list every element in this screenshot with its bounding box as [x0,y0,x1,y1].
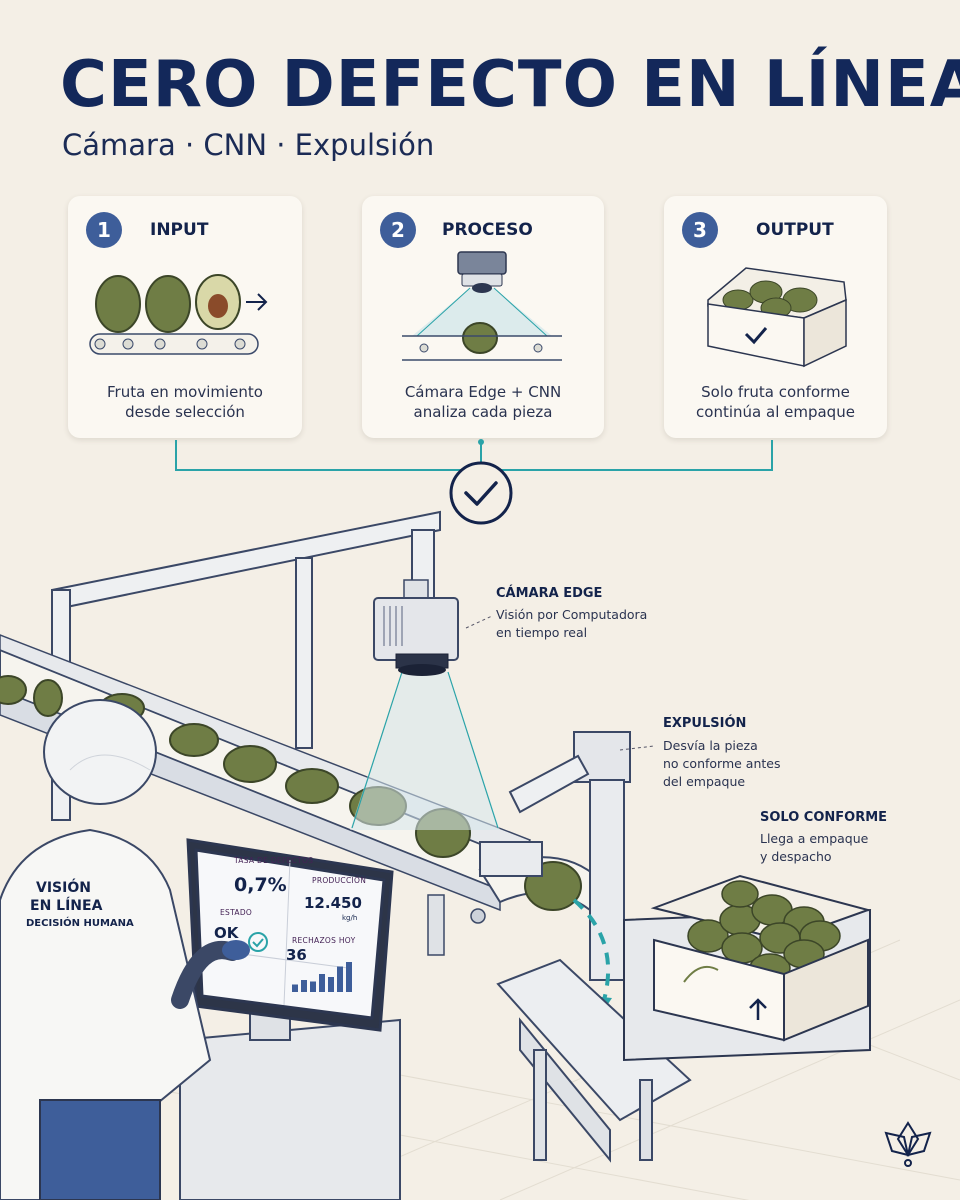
input-illustration [89,274,268,355]
process-illustration [402,251,562,361]
page-subtitle: Cámara · CNN · Expulsión [62,128,435,162]
operator-figure [0,699,250,1200]
conveyor-belt-icon [89,333,259,355]
tablet-bar [337,966,343,992]
brand-logo-icon [884,1121,932,1167]
tablet-production-unit: kg/h [342,914,358,922]
check-circle-icon [449,461,513,525]
glove-icon [222,940,250,960]
arrow-right-icon [246,293,268,311]
step-card-output: 3 OUTPUT Solo fruta conforme continúa al… [664,196,887,438]
tablet-status-value: OK [214,924,239,942]
tablet-bar-chart [292,962,352,992]
coat-text-line3: DECISIÓN HUMANA [26,918,134,929]
tablet-rejects-label: RECHAZOS HOY [292,936,356,945]
edge-camera-icon [350,579,500,830]
step-number-badge: 2 [380,212,416,248]
production-line-illustration [0,510,960,1200]
camera-icon [457,251,507,293]
ejector-mechanism [479,731,631,981]
tablet-bar [292,984,298,992]
output-crate [623,874,872,1062]
leaf-icon [683,966,719,983]
step-label: INPUT [150,220,209,240]
monitor-stand [179,999,401,1200]
tablet-bar [346,962,352,992]
step-label: PROCESO [442,220,533,240]
callout-conforme-title: SOLO CONFORME [760,810,888,825]
status-check-icon [248,932,268,952]
tablet-defect-rate-label: TASA DE DEFECTOS [234,856,314,865]
coat-text-line2: EN LÍNEA [30,898,103,914]
box-icon [707,267,847,368]
callout-eject-title: EXPULSIÓN [663,716,747,731]
avocado-icon [462,322,498,354]
step-number-badge: 1 [86,212,122,248]
tablet-bar [301,980,307,992]
connector-lines [175,439,773,525]
coat-text-line1: VISIÓN [36,880,91,896]
step-card-input: 1 INPUT Fruta en movimiento desde selecc… [68,196,302,438]
tablet-bar [319,974,325,992]
tablet-status-label: ESTADO [220,908,253,917]
step-card-proceso: 2 PROCESO Cámara Edge + CNN analiza cada… [362,196,604,438]
step-number-badge: 3 [682,212,718,248]
arrow-up-icon [749,998,767,1020]
tablet-production-label: PRODUCCIÓN [312,876,367,885]
tablet-defect-rate-value: 0,7% [234,874,287,896]
step-label: OUTPUT [756,220,834,240]
step-caption: Solo fruta conforme continúa al empaque [696,383,855,421]
tablet-bar [310,981,316,992]
check-icon [744,327,768,345]
output-illustration [707,267,847,368]
callout-camera-title: CÁMARA EDGE [496,586,603,601]
tablet-bar [328,977,334,992]
step-caption: Fruta en movimiento desde selección [107,383,263,421]
tablet-production-value: 12.450 [304,894,362,912]
reject-chute [496,958,692,1163]
page-title: CERO DEFECTO EN LÍNEA [60,48,960,122]
tablet-rejects-value: 36 [286,946,307,964]
avocado-icon [95,274,241,333]
hairnet-icon [43,699,157,805]
step-caption: Cámara Edge + CNN analiza cada pieza [404,383,562,421]
